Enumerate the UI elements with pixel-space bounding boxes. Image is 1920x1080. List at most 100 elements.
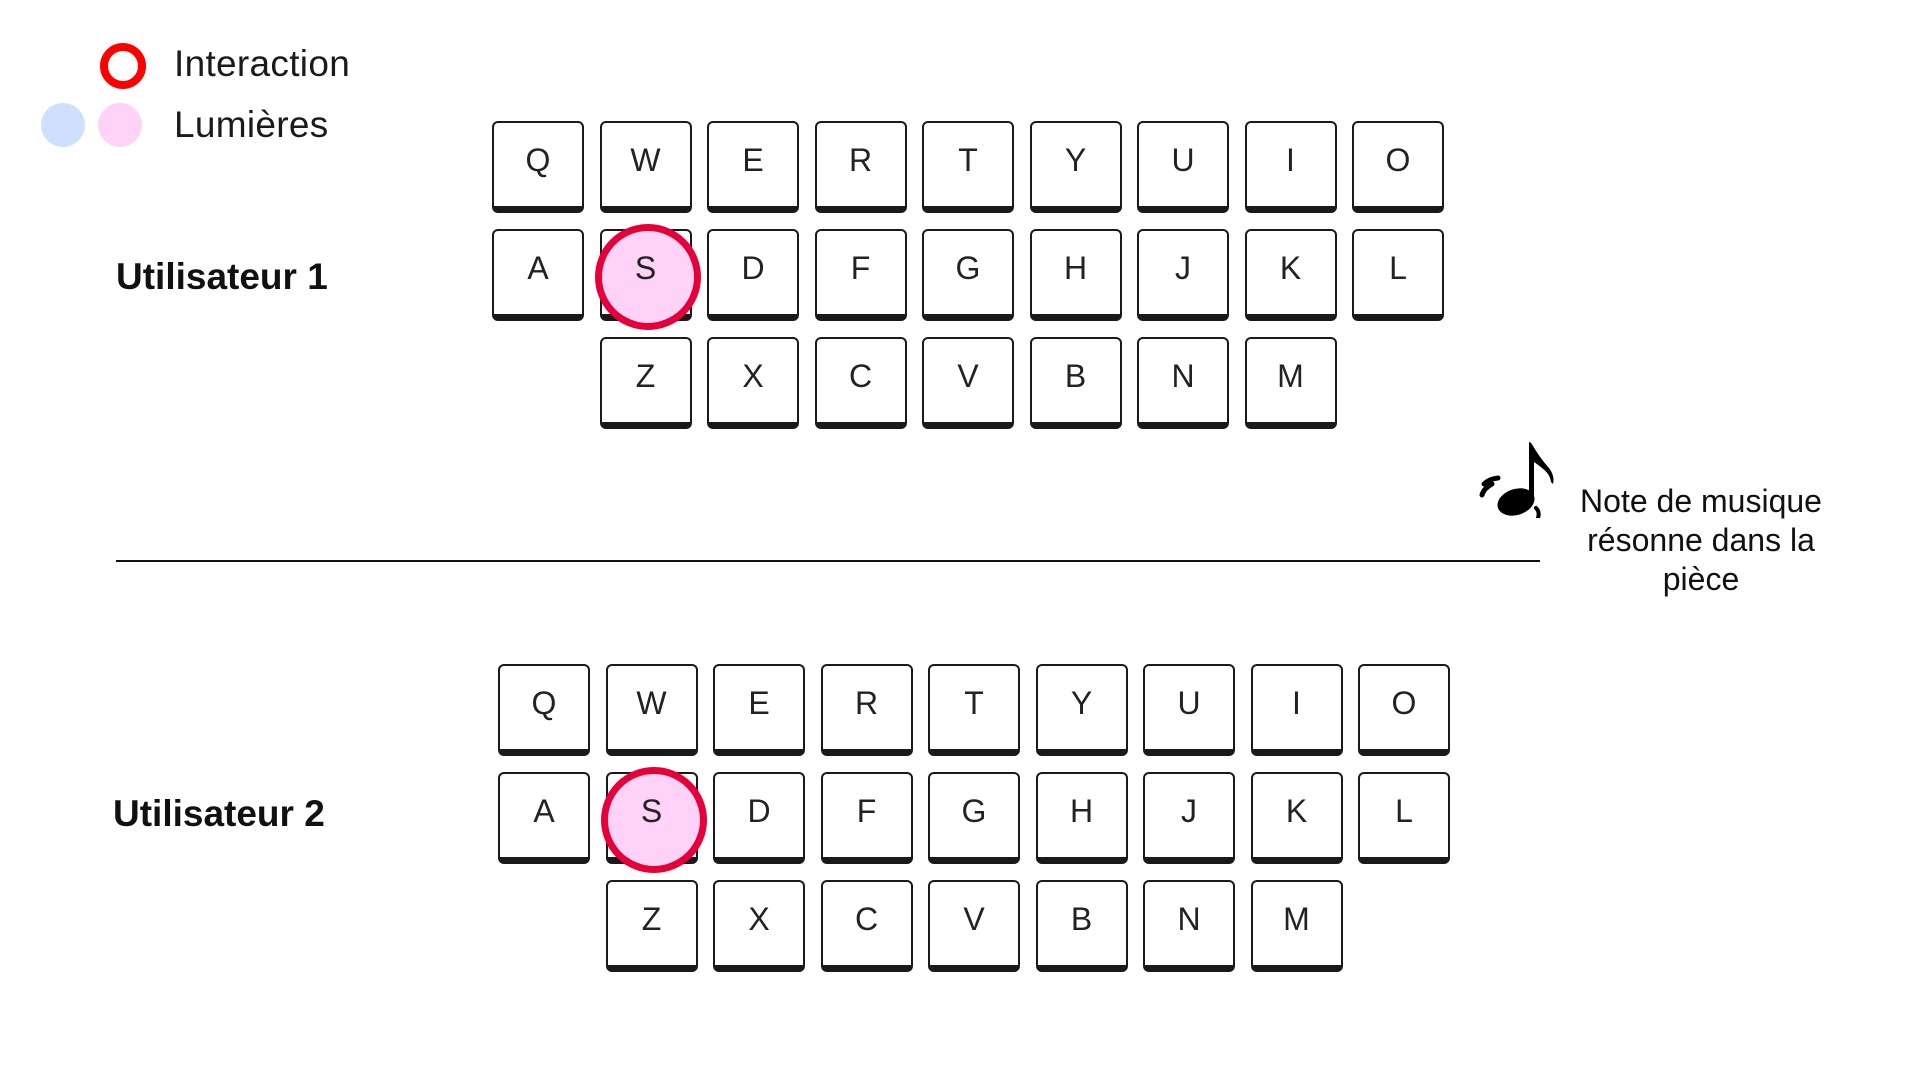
key-c[interactable]: C bbox=[814, 337, 907, 429]
key-label: E bbox=[742, 142, 764, 178]
key-i[interactable]: I bbox=[1244, 121, 1337, 213]
key-label: F bbox=[850, 250, 871, 286]
key-label: V bbox=[963, 901, 985, 937]
key-h[interactable]: H bbox=[1035, 772, 1128, 864]
key-label: C bbox=[848, 358, 873, 394]
key-q[interactable]: Q bbox=[492, 121, 584, 213]
key-t[interactable]: T bbox=[922, 121, 1014, 213]
key-q[interactable]: Q bbox=[498, 664, 590, 756]
key-label: Q bbox=[531, 685, 557, 721]
key-o[interactable]: O bbox=[1352, 121, 1444, 213]
key-label: R bbox=[848, 142, 873, 178]
key-h[interactable]: H bbox=[1029, 229, 1122, 321]
key-l[interactable]: L bbox=[1358, 772, 1450, 864]
key-label: K bbox=[1279, 250, 1302, 286]
key-label: E bbox=[748, 685, 770, 721]
key-w[interactable]: W bbox=[605, 664, 698, 756]
key-label: M bbox=[1277, 358, 1304, 394]
key-label: V bbox=[957, 358, 979, 394]
key-t[interactable]: T bbox=[928, 664, 1020, 756]
key-y[interactable]: Y bbox=[1029, 121, 1122, 213]
key-label: J bbox=[1175, 250, 1191, 286]
key-g[interactable]: G bbox=[928, 772, 1020, 864]
key-b[interactable]: B bbox=[1029, 337, 1122, 429]
key-y[interactable]: Y bbox=[1035, 664, 1128, 756]
key-c[interactable]: C bbox=[820, 880, 913, 972]
legend-interaction: Interaction bbox=[40, 41, 350, 89]
key-d[interactable]: D bbox=[707, 229, 799, 321]
key-label: Z bbox=[635, 358, 656, 394]
key-label: N bbox=[1171, 358, 1195, 394]
key-i[interactable]: I bbox=[1250, 664, 1343, 756]
key-s[interactable]: S bbox=[599, 229, 692, 321]
key-j[interactable]: J bbox=[1137, 229, 1229, 321]
music-note-icon bbox=[1479, 442, 1554, 518]
key-label: L bbox=[1395, 793, 1413, 829]
key-z[interactable]: Z bbox=[605, 880, 698, 972]
key-label: H bbox=[1069, 793, 1094, 829]
key-k[interactable]: K bbox=[1244, 229, 1337, 321]
keyboard-user-2: Q W E R T Y U I O A S D F G H J K L Z X C V B N M bbox=[498, 664, 1498, 984]
key-w[interactable]: W bbox=[599, 121, 692, 213]
key-label: M bbox=[1283, 901, 1310, 937]
key-m[interactable]: M bbox=[1250, 880, 1343, 972]
key-label: H bbox=[1063, 250, 1088, 286]
key-u[interactable]: U bbox=[1143, 664, 1235, 756]
key-s[interactable]: S bbox=[605, 772, 698, 864]
key-m[interactable]: M bbox=[1244, 337, 1337, 429]
key-o[interactable]: O bbox=[1358, 664, 1450, 756]
key-n[interactable]: N bbox=[1143, 880, 1235, 972]
key-label: C bbox=[854, 901, 879, 937]
key-f[interactable]: F bbox=[814, 229, 907, 321]
key-x[interactable]: X bbox=[713, 880, 805, 972]
key-label: S bbox=[634, 250, 657, 286]
key-label: O bbox=[1391, 685, 1417, 721]
key-e[interactable]: E bbox=[713, 664, 805, 756]
key-f[interactable]: F bbox=[820, 772, 913, 864]
key-label: A bbox=[533, 793, 555, 829]
legend-lights: Lumières bbox=[40, 102, 329, 148]
key-label: D bbox=[741, 250, 765, 286]
light-swatch-blue bbox=[41, 103, 85, 147]
user-2-label: Utilisateur 2 bbox=[113, 793, 325, 834]
key-r[interactable]: R bbox=[814, 121, 907, 213]
key-label: O bbox=[1385, 142, 1411, 178]
key-label: G bbox=[961, 793, 987, 829]
key-label: D bbox=[747, 793, 771, 829]
legend-lights-label: Lumières bbox=[174, 104, 329, 145]
key-label: T bbox=[964, 685, 984, 721]
key-label: W bbox=[630, 142, 661, 178]
key-label: W bbox=[636, 685, 667, 721]
key-l[interactable]: L bbox=[1352, 229, 1444, 321]
users-divider bbox=[116, 560, 1540, 562]
key-r[interactable]: R bbox=[820, 664, 913, 756]
key-v[interactable]: V bbox=[928, 880, 1020, 972]
key-label: I bbox=[1286, 142, 1295, 178]
key-n[interactable]: N bbox=[1137, 337, 1229, 429]
key-d[interactable]: D bbox=[713, 772, 805, 864]
key-label: U bbox=[1171, 142, 1195, 178]
music-note-caption: Note de musique résonne dans la pièce bbox=[1580, 483, 1822, 597]
key-j[interactable]: J bbox=[1143, 772, 1235, 864]
key-e[interactable]: E bbox=[707, 121, 799, 213]
key-x[interactable]: X bbox=[707, 337, 799, 429]
key-k[interactable]: K bbox=[1250, 772, 1343, 864]
key-label: B bbox=[1064, 358, 1087, 394]
key-label: R bbox=[854, 685, 879, 721]
key-v[interactable]: V bbox=[922, 337, 1014, 429]
user-1-label: Utilisateur 1 bbox=[116, 256, 328, 297]
key-label: X bbox=[748, 901, 770, 937]
key-label: N bbox=[1177, 901, 1201, 937]
key-label: Y bbox=[1070, 685, 1093, 721]
light-swatch-pink bbox=[98, 103, 142, 147]
key-z[interactable]: Z bbox=[599, 337, 692, 429]
key-u[interactable]: U bbox=[1137, 121, 1229, 213]
key-g[interactable]: G bbox=[922, 229, 1014, 321]
key-b[interactable]: B bbox=[1035, 880, 1128, 972]
key-label: K bbox=[1285, 793, 1308, 829]
key-label: X bbox=[742, 358, 764, 394]
key-label: I bbox=[1292, 685, 1301, 721]
key-a[interactable]: A bbox=[492, 229, 584, 321]
key-a[interactable]: A bbox=[498, 772, 590, 864]
